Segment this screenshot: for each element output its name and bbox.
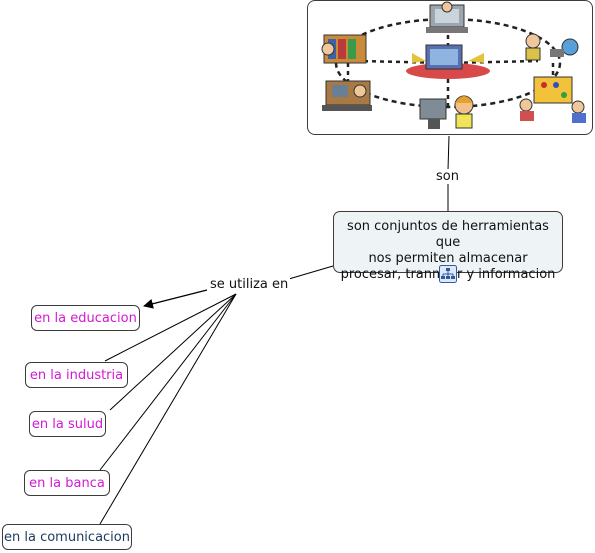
concept-industria[interactable]: en la industria [25, 362, 128, 388]
link-main-to-utiliza [281, 265, 334, 282]
technology-collage-image [307, 0, 593, 135]
link-utiliza-to-sulud [109, 293, 237, 411]
concept-sulud[interactable]: en la sulud [29, 411, 106, 437]
concept-banca[interactable]: en la banca [24, 470, 110, 496]
technology-collage-icon [321, 1, 586, 129]
main-concept-line-2: nos permiten almacenar [368, 251, 528, 266]
main-concept[interactable]: son conjuntos de herramientas que nos pe… [333, 211, 563, 282]
link-word-son: son [434, 169, 461, 184]
concept-educacion[interactable]: en la educacion [31, 305, 140, 331]
main-concept-line-1: son conjuntos de herramientas que [347, 219, 549, 250]
link-utiliza-to-industria [104, 293, 237, 362]
concept-comunicacion[interactable]: en la comunicacion [2, 524, 132, 550]
link-utiliza-to-comunicacion [99, 293, 237, 525]
link-utiliza-to-educacion [143, 289, 208, 309]
submap-icon[interactable] [439, 265, 457, 283]
link-image-to-son [447, 135, 450, 171]
link-word-se-utiliza-en: se utiliza en [208, 277, 291, 292]
link-utiliza-to-banca [99, 293, 237, 471]
